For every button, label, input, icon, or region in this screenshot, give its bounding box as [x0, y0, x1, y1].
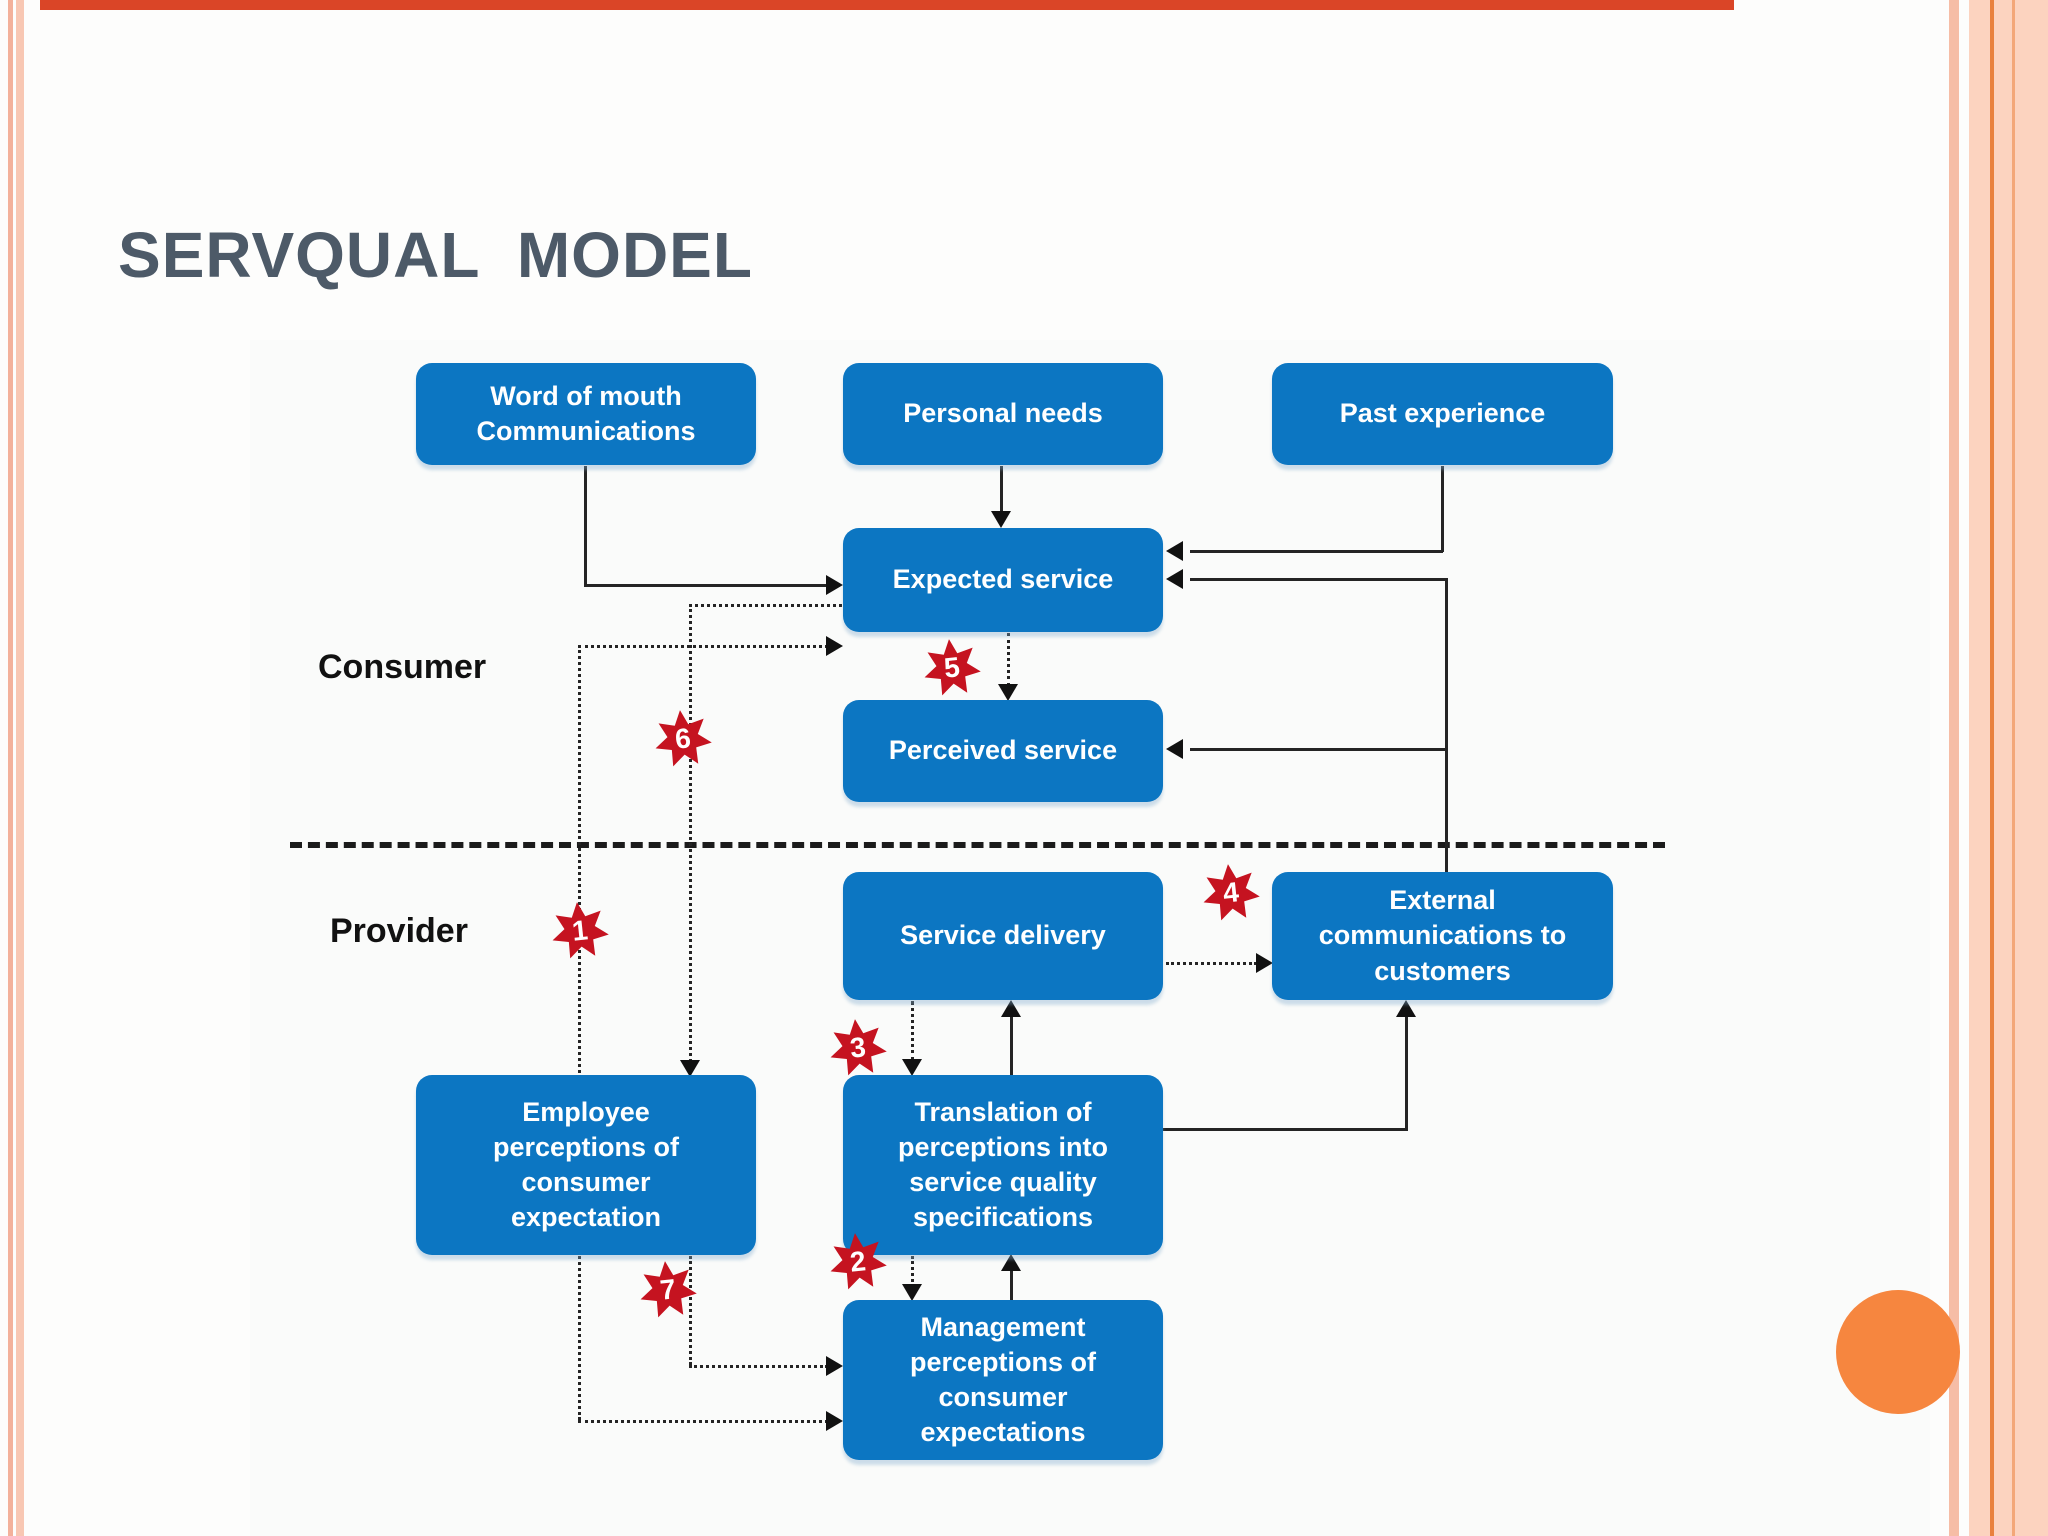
arrowhead-gap1-expected [826, 636, 843, 656]
right-border-line-dark [1990, 0, 1994, 1536]
connector-delivery-translation-dotted [911, 1001, 914, 1061]
arrowhead-personalneeds-expected [991, 511, 1011, 528]
box-external-communications-label: External communications to customers [1318, 885, 1567, 986]
box-word-of-mouth-label: Word of mouth Communications [476, 380, 696, 446]
box-translation-perceptions: Translation of perceptions into service … [843, 1075, 1163, 1255]
arrowhead-gap6-employee [680, 1060, 700, 1077]
box-past-experience-label: Past experience [1339, 398, 1546, 429]
connector-gap6-vertical [689, 604, 692, 1062]
arrowhead-gap1-management [826, 1411, 843, 1431]
arrowhead-translation-external [1396, 1000, 1416, 1017]
connector-management-translation-up [1010, 1269, 1013, 1300]
arrowhead-external-perceived [1166, 739, 1183, 759]
arrowhead-pastexp-expected [1166, 541, 1183, 561]
box-translation-perceptions-label: Translation of perceptions into service … [897, 1096, 1108, 1233]
box-perceived-service: Perceived service [843, 700, 1163, 802]
arrowhead-management-translation [1001, 1254, 1021, 1271]
connector-gap1-vertical [578, 645, 581, 1420]
connector-external-expected-horizontal [1190, 578, 1447, 581]
box-service-delivery-label: Service delivery [900, 920, 1106, 951]
arrowhead-external-expected [1166, 569, 1183, 589]
arrowhead-translation-delivery [1001, 1000, 1021, 1017]
zone-label-provider: Provider [330, 912, 468, 950]
arrowhead-translation-management [902, 1284, 922, 1301]
connector-external-perceived-horizontal [1190, 748, 1447, 751]
box-perceived-service-label: Perceived service [888, 735, 1118, 766]
corner-circle-decoration [1836, 1290, 1960, 1414]
left-border-stripe-inner [16, 0, 24, 1536]
connector-gap1-top-horizontal [578, 645, 828, 648]
box-employee-perceptions-label: Employee perceptions of consumer expecta… [492, 1096, 680, 1233]
box-past-experience: Past experience [1272, 363, 1613, 465]
box-service-delivery: Service delivery [843, 872, 1163, 1000]
connector-pastexp-vertical [1441, 466, 1444, 552]
box-management-perceptions: Management perceptions of consumer expec… [843, 1300, 1163, 1460]
zone-label-consumer: Consumer [318, 648, 487, 686]
connector-translation-delivery-up [1010, 1014, 1013, 1075]
connector-translation-external-horizontal [1163, 1128, 1407, 1131]
box-personal-needs: Personal needs [843, 363, 1163, 465]
connector-external-feed-vertical [1445, 578, 1448, 872]
top-accent-bar [40, 0, 1734, 10]
connector-gap7-vertical [689, 1256, 692, 1365]
right-border-line-light [2012, 0, 2015, 1536]
gap-star-5-number: 5 [942, 651, 962, 684]
connector-pastexp-horizontal [1190, 550, 1443, 553]
connector-wom-horizontal [584, 584, 826, 587]
box-personal-needs-label: Personal needs [903, 398, 1103, 429]
box-management-perceptions-label: Management perceptions of consumer expec… [909, 1311, 1097, 1448]
connector-expected-perceived-dotted [1007, 633, 1010, 686]
connector-personalneeds-expected [1000, 466, 1003, 514]
arrowhead-delivery-external [1256, 953, 1273, 973]
arrowhead-wom-expected [826, 575, 843, 595]
arrowhead-gap7-management [826, 1356, 843, 1376]
connector-translation-management-dotted [911, 1256, 914, 1287]
connector-translation-external-vertical [1405, 1014, 1408, 1131]
connector-gap6-top-horizontal [689, 604, 872, 607]
gap-star-3-number: 3 [848, 1031, 868, 1064]
box-employee-perceptions: Employee perceptions of consumer expecta… [416, 1075, 756, 1255]
right-border-band [1969, 0, 2048, 1536]
connector-gap7-horizontal [689, 1365, 828, 1368]
arrowhead-delivery-translation [902, 1059, 922, 1076]
gap-star-7-number: 7 [658, 1273, 678, 1306]
page-title: SERVQUAL MODEL [118, 219, 753, 291]
connector-wom-vertical [584, 466, 587, 587]
gap-star-6-number: 6 [673, 722, 693, 755]
box-expected-service-label: Expected service [892, 564, 1114, 595]
left-border-stripe-outer [8, 0, 13, 1536]
connector-gap1-bottom-horizontal [578, 1420, 828, 1423]
box-external-communications: External communications to customers [1272, 872, 1613, 1000]
arrowhead-expected-perceived [998, 684, 1018, 701]
box-word-of-mouth: Word of mouth Communications [416, 363, 756, 465]
gap-star-1-number: 1 [570, 914, 590, 947]
right-border-stripe [1949, 0, 1959, 1536]
consumer-provider-divider [290, 842, 1665, 848]
gap-star-2-number: 2 [848, 1245, 868, 1278]
gap-star-4-number: 4 [1221, 876, 1241, 909]
box-expected-service: Expected service [843, 528, 1163, 632]
connector-delivery-external-dotted [1166, 962, 1257, 965]
